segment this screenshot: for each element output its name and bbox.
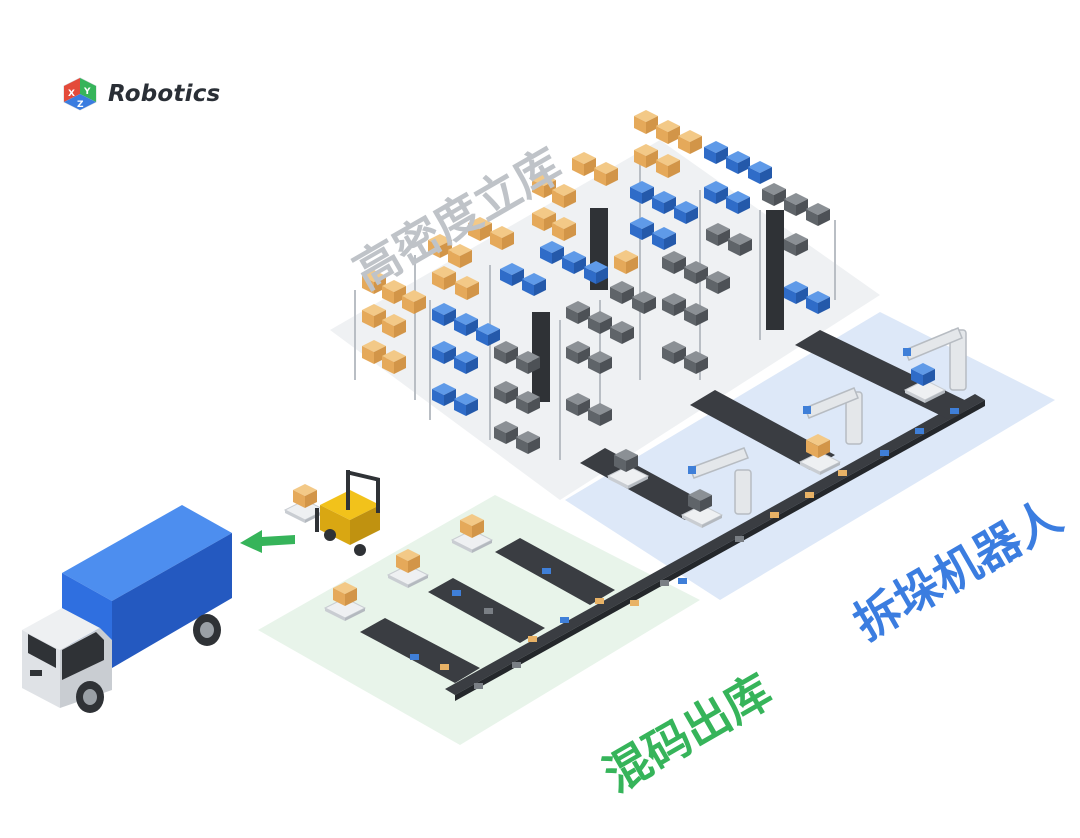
forklift-icon	[315, 470, 380, 556]
logo: X Y Z Robotics	[60, 76, 220, 112]
truck-icon	[22, 505, 232, 713]
brand-name: Robotics	[108, 81, 221, 107]
arrow-left-icon	[240, 530, 295, 553]
logo-letter-z: Z	[77, 100, 84, 110]
robot-arm-icon	[688, 327, 967, 515]
conveyor-icon	[360, 330, 985, 701]
logo-icon: X Y Z	[63, 77, 97, 111]
logo-letter-x: X	[68, 89, 75, 99]
logo-letter-y: Y	[83, 87, 91, 97]
rack-icon	[354, 110, 836, 460]
